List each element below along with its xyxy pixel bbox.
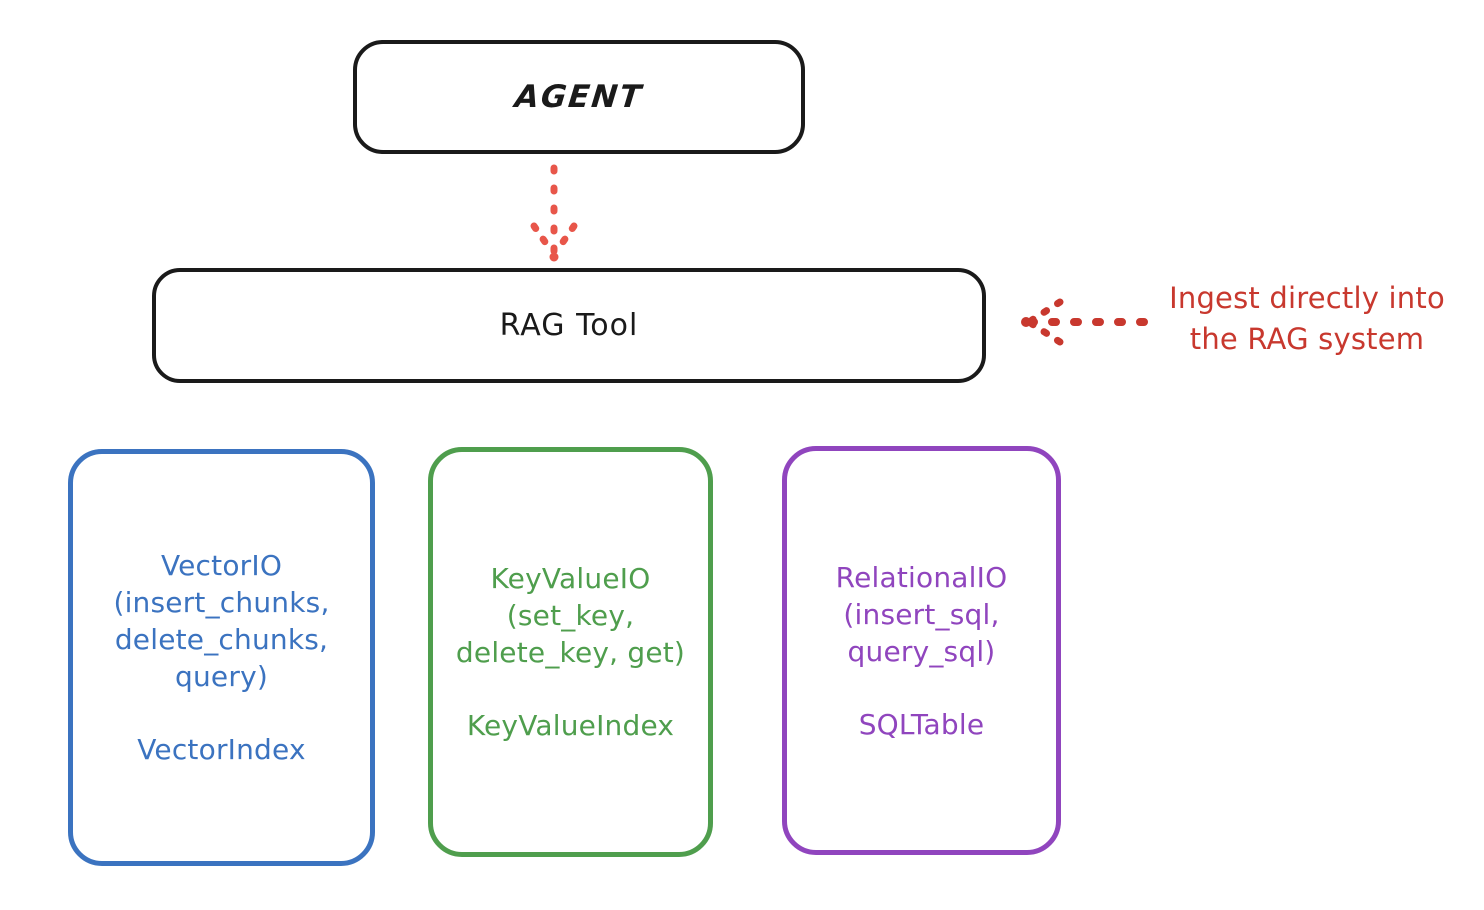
connector-agent-to-rag-tool xyxy=(530,164,578,262)
node-rag-tool-label: RAG Tool xyxy=(499,308,639,343)
node-relational-io-api-label: RelationalIO (insert_sql, query_sql) xyxy=(835,560,1008,668)
node-vector-io-store-label: VectorIndex xyxy=(137,733,306,766)
node-vector-io[interactable]: VectorIO (insert_chunks, delete_chunks, … xyxy=(68,449,375,866)
node-key-value-io-store-label: KeyValueIndex xyxy=(466,709,675,742)
node-relational-io-store-label: SQLTable xyxy=(858,707,985,741)
node-key-value-io[interactable]: KeyValueIO (set_key, delete_key, get) Ke… xyxy=(428,447,713,857)
node-agent-label: AGENT xyxy=(513,79,645,115)
node-vector-io-api-label: VectorIO (insert_chunks, delete_chunks, … xyxy=(113,549,330,693)
connector-annotation-to-rag-tool xyxy=(1021,298,1148,346)
node-agent[interactable]: AGENT xyxy=(353,40,805,154)
node-key-value-io-api-label: KeyValueIO (set_key, delete_key, get) xyxy=(455,562,686,669)
ingest-annotation-text: Ingest directly into the RAG system xyxy=(1169,281,1445,356)
node-rag-tool[interactable]: RAG Tool xyxy=(152,268,986,383)
node-relational-io[interactable]: RelationalIO (insert_sql, query_sql) SQL… xyxy=(782,446,1061,855)
